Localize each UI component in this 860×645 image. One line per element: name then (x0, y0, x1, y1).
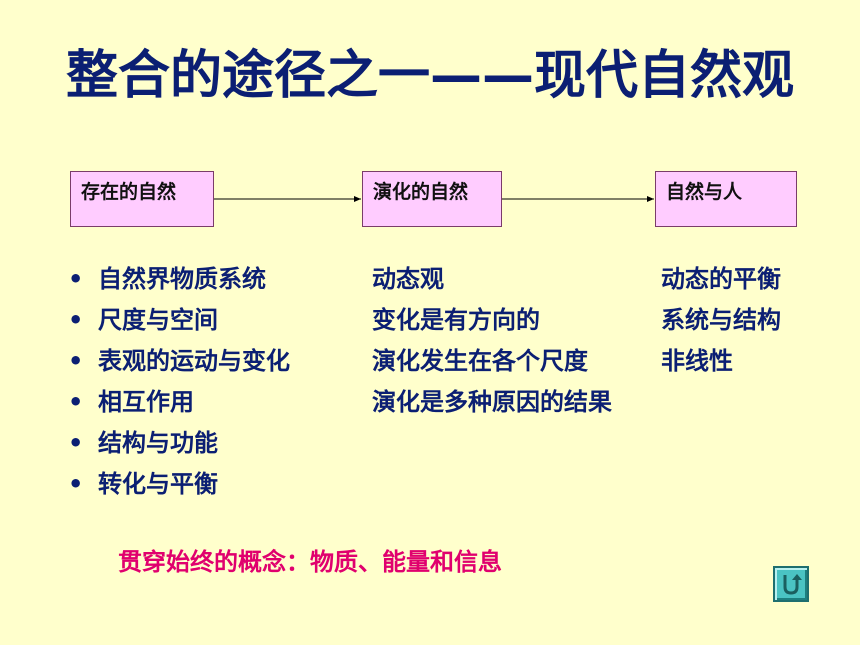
flow-box-nature-and-human: 自然与人 (655, 171, 797, 227)
flow-box-evolution: 演化的自然 (362, 171, 502, 227)
list-item: 系统与结构 (661, 306, 781, 334)
list-item: 动态观 (372, 265, 444, 293)
slide-title: 整合的途径之一——现代自然观 (65, 46, 794, 106)
list-item: •自然界物质系统 (68, 262, 290, 303)
bullet-icon: • (68, 347, 84, 375)
footer-concept-text: 贯穿始终的概念：物质、能量和信息 (118, 548, 502, 576)
text-column-2: 动态观 变化是有方向的 演化发生在各个尺度 演化是多种原因的结果 (372, 262, 612, 426)
bullet-icon: • (68, 429, 84, 457)
list-item: •转化与平衡 (68, 467, 290, 508)
bullet-icon: • (68, 388, 84, 416)
list-item: •表观的运动与变化 (68, 344, 290, 385)
list-item: •相互作用 (68, 385, 290, 426)
bullet-icon: • (68, 470, 84, 498)
text-column-3: 动态的平衡 系统与结构 非线性 (661, 262, 781, 385)
return-button[interactable] (773, 566, 809, 602)
list-item: 演化发生在各个尺度 (372, 347, 588, 375)
bullet-list-column-1: •自然界物质系统 •尺度与空间 •表观的运动与变化 •相互作用 •结构与功能 •… (68, 262, 290, 508)
list-item: 非线性 (661, 347, 733, 375)
list-item: 变化是有方向的 (372, 306, 540, 334)
bullet-icon: • (68, 306, 84, 334)
flow-box-existence: 存在的自然 (70, 171, 214, 227)
list-item: 动态的平衡 (661, 265, 781, 293)
return-arrow-icon (783, 574, 802, 595)
list-item: 演化是多种原因的结果 (372, 388, 612, 416)
list-item: •结构与功能 (68, 426, 290, 467)
bullet-icon: • (68, 265, 84, 293)
list-item: •尺度与空间 (68, 303, 290, 344)
